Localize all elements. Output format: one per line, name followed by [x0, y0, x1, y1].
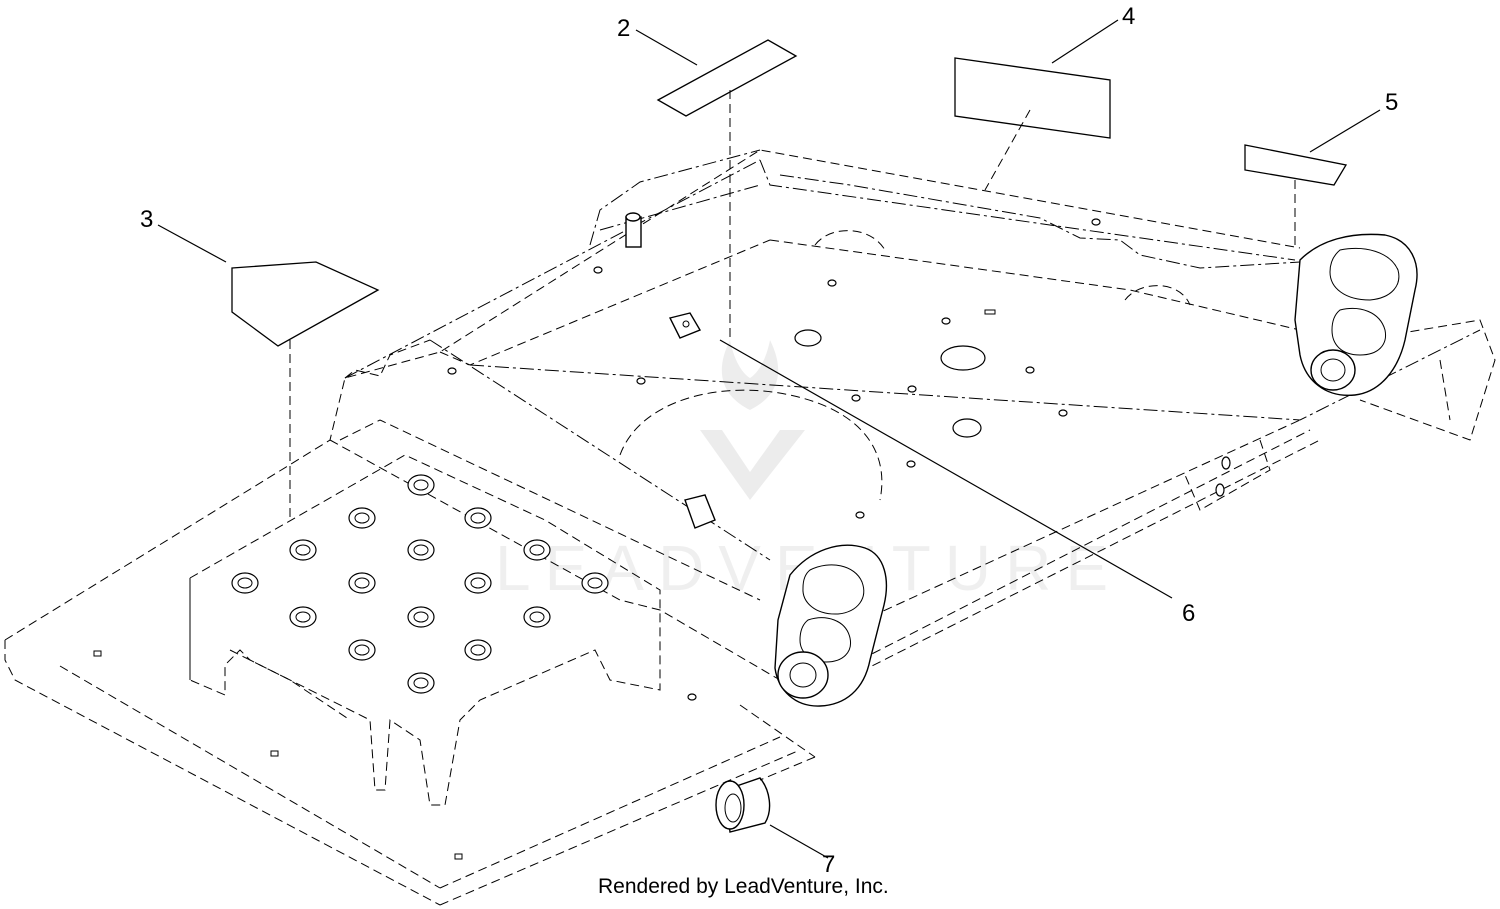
decal-5	[1244, 144, 1348, 186]
footer-credit: Rendered by LeadVenture, Inc.	[598, 875, 889, 898]
retaining-clip	[668, 312, 716, 529]
callout-6: 6	[1182, 600, 1195, 627]
decal-3	[231, 261, 380, 347]
pivot-pin	[625, 212, 642, 248]
bushing-7	[715, 777, 771, 833]
right-pivot-bracket	[1294, 233, 1418, 396]
raised-step-plate	[189, 454, 661, 806]
callout-2: 2	[617, 15, 630, 42]
left-pivot-bracket	[774, 544, 888, 707]
callout-7: 7	[822, 851, 835, 878]
leadventure-watermark-logo	[700, 340, 805, 500]
decal-2	[656, 39, 798, 117]
footrest-deck	[4, 149, 1496, 906]
callout-4: 4	[1122, 3, 1135, 30]
callout-3: 3	[140, 206, 153, 233]
callout-5: 5	[1385, 89, 1398, 116]
leader-lines	[157, 19, 1381, 859]
callout-labels: 2 3 4 5 6 7	[140, 3, 1398, 878]
step-plate-holes	[231, 474, 609, 694]
deck-mounting-holes	[93, 218, 1231, 860]
decal-4	[954, 57, 1111, 139]
